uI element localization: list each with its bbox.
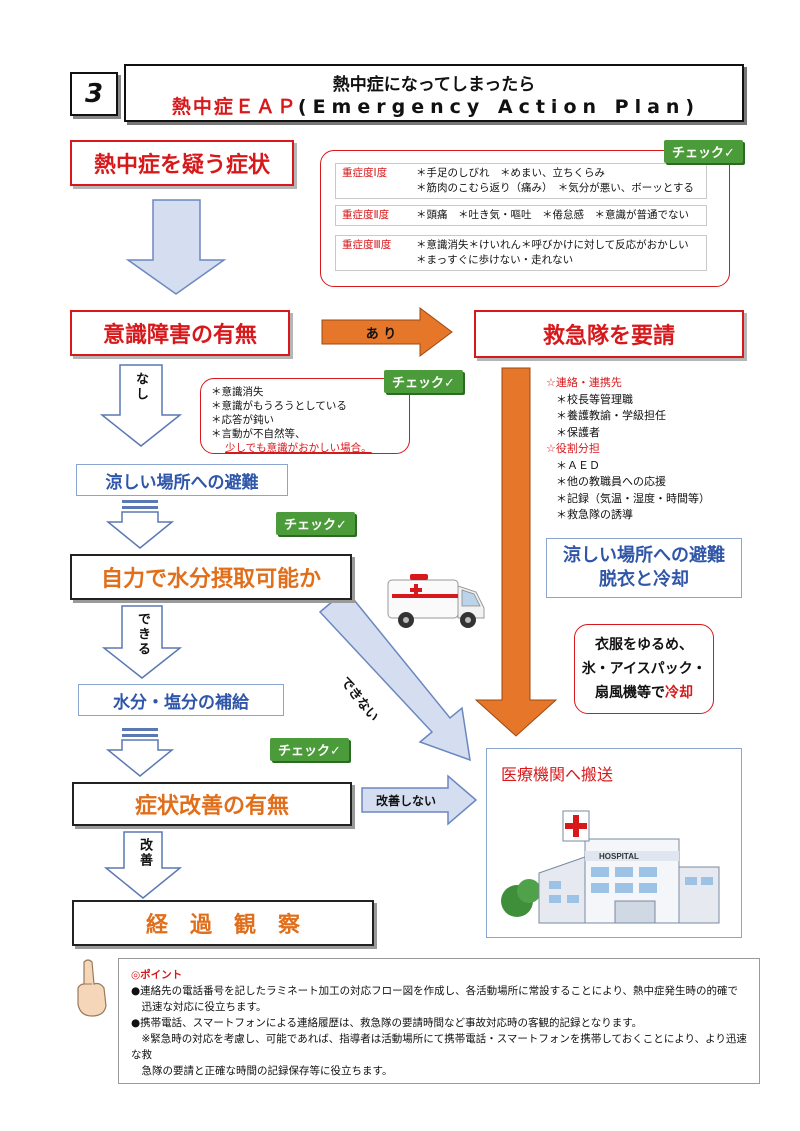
page-title-line1: 熱中症になってしまったら <box>332 75 536 95</box>
cooling-tips-bubble: 衣服をゆるめ、 氷・アイスパック・ 扇風機等で冷却 <box>574 624 714 714</box>
down-arrow-improved <box>103 831 183 899</box>
improved-label: 改善 <box>137 838 152 868</box>
observation-box: 経 過 観 察 <box>72 900 374 946</box>
severity-1-line1: ＊手足のしびれ ＊めまい、立ちくらみ <box>416 167 605 179</box>
contacts-head: ☆連絡・連携先 <box>546 376 622 389</box>
yes-label: あ り <box>365 326 397 342</box>
bubble-cool-word: 冷却 <box>664 685 693 701</box>
down-arrow-striped-2 <box>105 728 175 777</box>
callout-line-4: ＊言動が不自然等、 <box>211 428 306 440</box>
callout-line-3: ＊応答が鈍い <box>211 414 274 426</box>
point-line: ●携帯電話、スマートフォンによる連絡履歴は、救急隊の要請時間など事故対応時の客観… <box>131 1017 643 1029</box>
hospital-transport-title: 医療機関へ搬送 <box>501 765 614 784</box>
eap-english: (Emergency Action Plan) <box>297 96 701 118</box>
callout-line-2: ＊意識がもうろうとしている <box>211 400 347 412</box>
contact-item: ＊保護者 <box>556 425 600 439</box>
pointing-hand-icon <box>77 959 107 1017</box>
evacuate-cool-place-box: 涼しい場所への避難 <box>76 464 288 496</box>
callout-line-1: ＊意識消失 <box>211 386 264 398</box>
callout-red-line: 少しでも意識がおかしい場合。 <box>225 442 372 454</box>
severity-3-line1: ＊意識消失＊けいれん＊呼びかけに対して反応がおかしい <box>416 239 689 251</box>
not-improved-label: 改善しない <box>375 793 436 808</box>
hospital-sign: HOSPITAL <box>599 852 639 861</box>
point-head: ◎ポイント <box>131 969 183 981</box>
check-badge-1: チェック✓ <box>664 140 743 163</box>
severity-2-label: 重症度Ⅱ度 <box>342 209 390 221</box>
down-arrow-can <box>101 605 183 679</box>
role-item: ＊他の教職員への応援 <box>556 475 666 488</box>
call-ambulance-box: 救急隊を要請 <box>474 310 744 358</box>
down-arrow-main <box>125 199 227 295</box>
severity-2-row: 重症度Ⅱ度 ＊頭痛 ＊吐き気・嘔吐 ＊倦怠感 ＊意識が普通でない <box>335 205 707 226</box>
point-line: ※緊急時の対応を考慮し、可能であれば、指導者は活動場所にて携帯電話・スマートフォ… <box>131 1033 747 1061</box>
point-line: 迅速な対応に役立ちます。 <box>131 1001 267 1013</box>
severity-panel: 重症度Ⅰ度 ＊手足のしびれ ＊めまい、立ちくらみ ＊筋肉のこむら返り（痛み） ＊気… <box>320 150 730 287</box>
consciousness-box: 意識障害の有無 <box>70 310 290 356</box>
contact-item: ＊校長等管理職 <box>556 392 633 406</box>
bubble-line-1: 衣服をゆるめ、 <box>594 637 693 653</box>
water-salt-supply-box: 水分・塩分の補給 <box>78 684 284 716</box>
hospital-transport-box: 医療機関へ搬送 HOSPITAL <box>486 748 742 938</box>
self-hydration-question-box: 自力で水分摂取可能か <box>70 554 352 600</box>
cool-place-undress-box: 涼しい場所への避難 脱衣と冷却 <box>546 538 742 598</box>
right-arrow-yes <box>321 307 453 357</box>
right-arrow-not-improved <box>361 774 478 826</box>
consciousness-callout: ＊意識消失 ＊意識がもうろうとしている ＊応答が鈍い ＊言動が不自然等、 少しで… <box>200 378 410 454</box>
down-arrow-ambulance <box>474 367 558 737</box>
roles-head: ☆役割分担 <box>546 442 600 455</box>
bubble-line-2: 氷・アイスパック・ <box>581 661 707 677</box>
page-title-line2: 熱中症ＥＡＰ(Emergency Action Plan) <box>136 92 736 119</box>
suspected-symptoms-box: 熱中症を疑う症状 <box>70 140 294 186</box>
severity-2-line1: ＊頭痛 ＊吐き気・嘔吐 ＊倦怠感 ＊意識が普通でない <box>416 209 689 221</box>
severity-3-line2: ＊まっすぐに歩けない・走れない <box>416 254 574 266</box>
role-item: ＊記録（気温・湿度・時間等） <box>556 491 710 505</box>
can-label: できる <box>135 612 150 657</box>
point-line: ●連絡先の電話番号を記したラミネート加工の対応フロー図を作成し、各活動場所に常設… <box>131 985 739 997</box>
ambulance-icon <box>387 574 485 628</box>
diagonal-arrow-cannot <box>318 588 471 762</box>
role-item: ＊救急隊の誘導 <box>556 508 633 521</box>
bubble-line-3: 扇風機等で <box>594 685 665 701</box>
role-item: ＊ＡＥＤ <box>556 458 600 472</box>
no-label: なし <box>133 372 148 402</box>
undress-cool-line: 脱衣と冷却 <box>599 569 689 590</box>
contacts-list: ☆連絡・連携先 ＊校長等管理職 ＊養護教諭・学級担任 ＊保護者 ☆役割分担 ＊Ａ… <box>546 375 746 524</box>
section-number: 3 <box>70 72 118 116</box>
severity-1-label: 重症度Ⅰ度 <box>342 167 388 179</box>
down-arrow-striped-1 <box>105 500 175 549</box>
severity-3-row: 重症度Ⅲ度 ＊意識消失＊けいれん＊呼びかけに対して反応がおかしい ＊まっすぐに歩け… <box>335 235 707 271</box>
point-line: 急隊の要請と正確な時間の記録保存等に役立ちます。 <box>131 1065 393 1077</box>
down-arrow-no <box>99 364 183 447</box>
hospital-building-icon: HOSPITAL <box>501 810 720 924</box>
check-badge-2: チェック✓ <box>384 370 463 393</box>
title-box: 熱中症になってしまったら 熱中症ＥＡＰ(Emergency Action Pla… <box>124 64 744 122</box>
severity-1-line2: ＊筋肉のこむら返り（痛み） ＊気分が悪い、ボーッとする <box>416 182 694 194</box>
severity-3-label: 重症度Ⅲ度 <box>342 239 392 251</box>
contact-item: ＊養護教諭・学級担任 <box>556 409 666 422</box>
eap-label: 熱中症ＥＡＰ <box>171 96 298 118</box>
point-box: ◎ポイント ●連絡先の電話番号を記したラミネート加工の対応フロー図を作成し、各活… <box>118 958 760 1084</box>
check-badge-4: チェック✓ <box>270 738 349 761</box>
cool-place-line: 涼しい場所への避難 <box>563 545 725 566</box>
check-badge-3: チェック✓ <box>276 512 355 535</box>
severity-1-row: 重症度Ⅰ度 ＊手足のしびれ ＊めまい、立ちくらみ ＊筋肉のこむら返り（痛み） ＊気… <box>335 163 707 199</box>
symptom-improvement-box: 症状改善の有無 <box>72 782 352 826</box>
